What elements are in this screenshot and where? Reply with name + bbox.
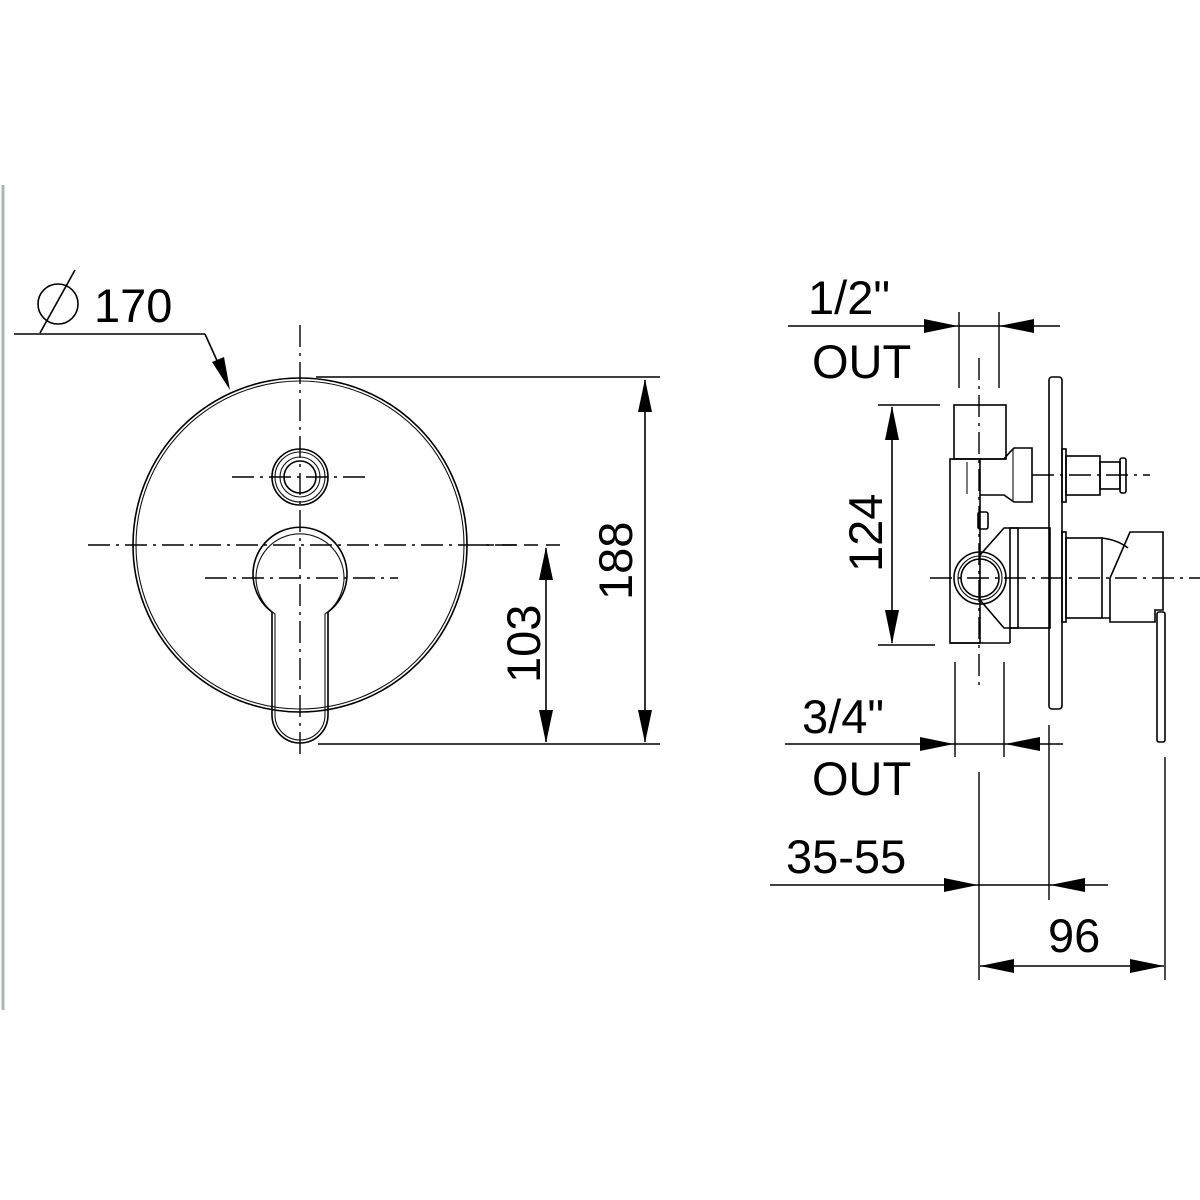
dimension-188: 188 bbox=[589, 379, 652, 743]
projection-value: 96 bbox=[1048, 909, 1100, 962]
dimension-35-55: 35-55 bbox=[770, 772, 1108, 980]
side-view: 1/2" OUT bbox=[770, 271, 1200, 980]
top-outlet-label: OUT bbox=[812, 335, 911, 388]
dimension-103: 103 bbox=[497, 547, 553, 743]
bottom-outlet-size: 3/4" bbox=[802, 690, 884, 743]
dimension-half-inch-out: 1/2" OUT bbox=[788, 271, 1060, 388]
top-outlet-size: 1/2" bbox=[808, 271, 890, 324]
diameter-callout: 170 bbox=[14, 269, 230, 390]
valve-body bbox=[930, 404, 1200, 644]
lever-side bbox=[1061, 531, 1166, 743]
wall-depth-range: 35-55 bbox=[786, 830, 906, 883]
diameter-value: 170 bbox=[94, 279, 172, 332]
lever-handle bbox=[205, 526, 398, 744]
dimension-96: 96 bbox=[980, 757, 1166, 980]
bottom-outlet-label: OUT bbox=[812, 752, 911, 805]
dimension-three-quarter-inch-out: 3/4" OUT bbox=[785, 662, 1063, 900]
dimension-188-label: 188 bbox=[589, 522, 642, 600]
dimension-124-label: 124 bbox=[839, 494, 892, 572]
diameter-symbol-icon bbox=[37, 283, 79, 325]
front-view: 170 188 103 bbox=[14, 269, 660, 760]
dimension-124: 124 bbox=[839, 404, 940, 646]
dimension-103-label: 103 bbox=[497, 605, 550, 683]
diverter-spindle bbox=[1061, 448, 1127, 503]
diverter-knob bbox=[232, 448, 370, 506]
cover-plate-profile bbox=[1048, 376, 1063, 710]
